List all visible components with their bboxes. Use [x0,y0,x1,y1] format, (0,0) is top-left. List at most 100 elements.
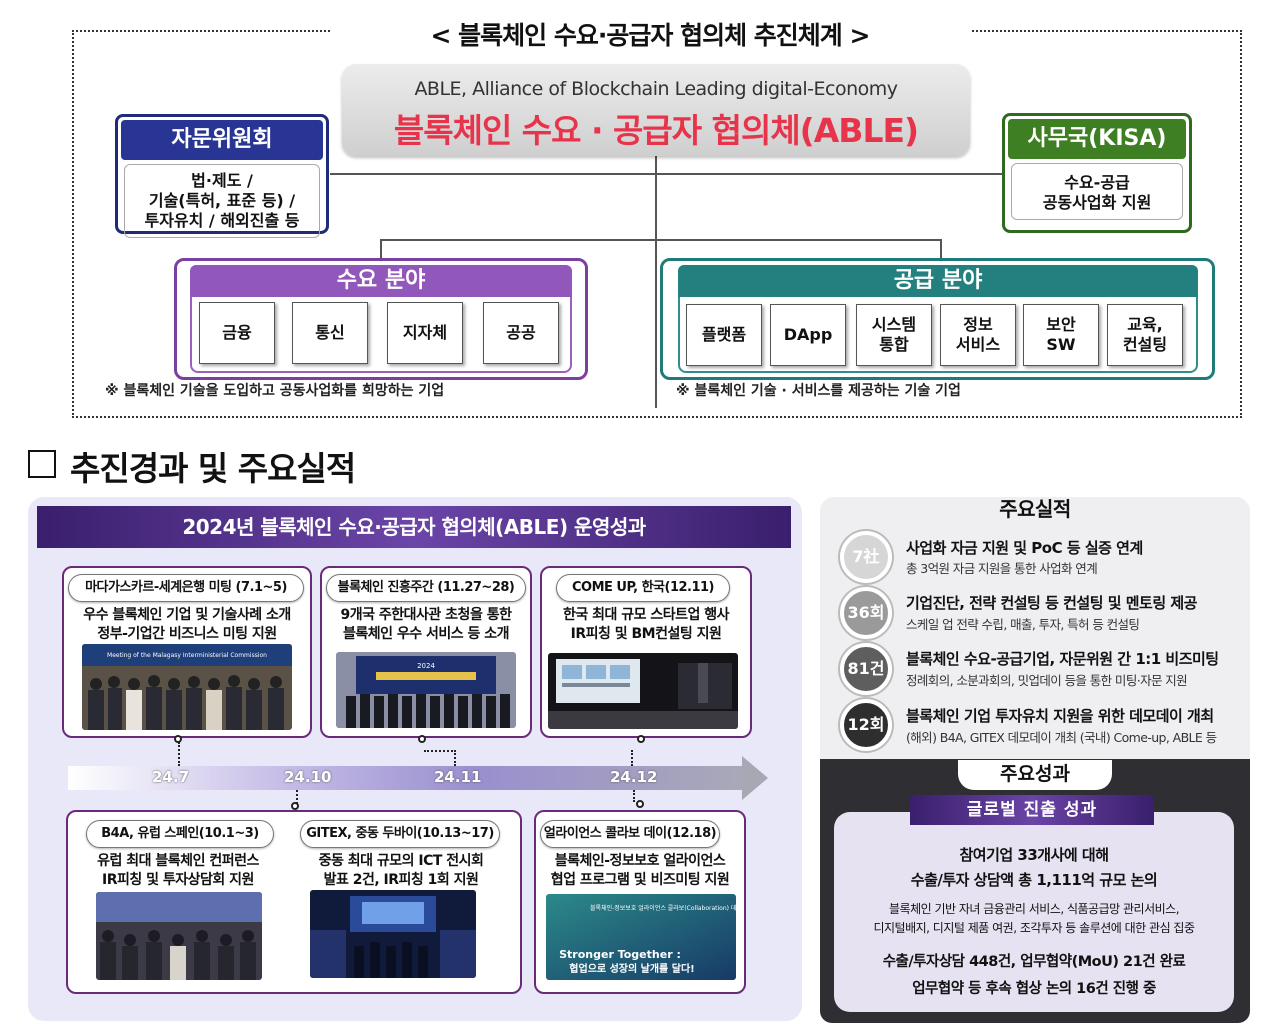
event-desc: 중동 최대 규모의 ICT 전시회 발표 2건, IR피칭 1회 지원 [296,852,506,890]
supply-item: 보안 SW [1023,304,1099,366]
photo-caption: Meeting of the Malagasy Interministerial… [107,652,267,659]
event-pill: 얼라이언스 콜라보 데이(12.18) [540,820,720,848]
achievement-sub: 총 3억원 자금 지원을 통한 사업화 연계 [906,561,1098,576]
secretariat-body: 수요-공급 공동사업화 지원 [1011,163,1183,220]
timeline-connector [296,790,298,804]
event-pill: 마다가스카르-세계은행 미팅 (7.1~5) [68,574,304,602]
advisory-line: 기술(특허, 표준 등) / [148,191,296,210]
timeline-date: 24.7 [152,768,190,786]
able-center-box: ABLE, Alliance of Blockchain Leading dig… [342,64,970,156]
supply-item: DApp [770,304,846,366]
org-title: < 블록체인 수요·공급자 협의체 추진체계 > [330,18,970,54]
global-results-title: 글로벌 진출 성과 [910,795,1154,825]
achievement-badge: 7社 [840,531,892,583]
supply-item: 교육, 컨설팅 [1107,304,1183,366]
timeline-connector [424,750,456,752]
event-photo-gitex [310,890,476,978]
event-photo-b4a [96,892,262,980]
advisory-title: 자문위원회 [121,120,323,160]
achievement-main: 블록체인 기업 투자유치 지원을 위한 데모데이 개최 [906,707,1214,725]
supply-sector-title: 공급 분야 [678,265,1198,297]
event-desc: 9개국 주한대사관 초청을 통한 블록체인 우수 서비스 등 소개 [324,606,528,644]
achievements-title: 주요실적 [999,497,1071,521]
event-desc-line: IR피칭 및 투자상담회 지원 [102,872,254,888]
event-photo-madagascar: Meeting of the Malagasy Interministerial… [82,644,292,730]
demand-sector-title: 수요 분야 [190,265,572,297]
achievement-main: 기업진단, 전략 컨설팅 등 컨설팅 및 멘토링 제공 [906,594,1197,612]
event-desc-line: 블록체인 우수 서비스 등 소개 [342,626,510,642]
photo-caption: 블록체인-정보보호 얼라이언스 콜라보(Collaboration) 데이 [590,904,736,912]
timeline-marker-dot [291,802,299,810]
demand-item: 지자체 [387,302,463,364]
achievement-badge: 12회 [840,699,892,751]
event-desc: 우수 블록체인 기업 및 기술사례 소개 정부-기업간 비즈니스 미팅 지원 [66,606,308,644]
achievement-main: 블록체인 수요-공급기업, 자문위원 간 1:1 비즈미팅 [906,650,1219,668]
photo-caption: 협업으로 성장의 날개를 달다! [569,962,694,975]
event-desc-line: IR피칭 및 BM컨설팅 지원 [570,626,722,642]
demand-item: 통신 [292,302,368,364]
section-title: 추진경과 및 주요실적 [70,449,356,488]
supply-item: 정보 서비스 [940,304,1016,366]
supply-note: ※ 블록체인 기술 · 서비스를 제공하는 기술 기업 [676,383,961,399]
event-desc-line: 정부-기업간 비즈니스 미팅 지원 [97,626,277,642]
event-desc-line: 협업 프로그램 및 비즈미팅 지원 [550,872,730,888]
results-title: 주요성과 [958,760,1112,790]
achievement-badge: 36회 [840,587,892,639]
event-photo-collab-day: 블록체인-정보보호 얼라이언스 콜라보(Collaboration) 데이 St… [546,894,736,980]
photo-caption: Stronger Together : [559,948,681,961]
event-desc-line: 중동 최대 규모의 ICT 전시회 [318,853,484,869]
achievement-sub: (해외) B4A, GITEX 데모데이 개최 (국내) Come-up, AB… [906,730,1217,745]
event-desc-line: 우수 블록체인 기업 및 기술사례 소개 [83,607,291,623]
timeline-date: 24.12 [610,768,658,786]
achievement-sub: 정례회의, 소분과회의, 밋업데이 등을 통한 미팅·자문 지원 [906,673,1188,688]
advisory-line: 법·제도 / [191,171,253,190]
event-pill: B4A, 유럽 스페인(10.1~3) [86,820,274,848]
achievement-main: 사업화 자금 지원 및 PoC 등 실증 연계 [906,539,1143,557]
achievements-panel [820,497,1250,759]
event-desc-line: 한국 최대 규모 스타트업 행사 [562,607,730,623]
achievement-badge: 81건 [840,643,892,695]
demand-item: 금융 [199,302,275,364]
event-photo-come-up [548,653,738,729]
section-square-bullet [28,450,56,478]
connector-h-mid [380,239,942,241]
connector-h-top [330,173,1002,175]
able-korean-name: 블록체인 수요 · 공급자 협의체(ABLE) [393,111,919,150]
timeline-connector [454,750,456,766]
advisory-line: 투자유치 / 해외진출 등 [144,211,300,230]
timeline-marker-dot [418,735,426,743]
results-line: 업무협약 등 후속 협상 논의 16건 진행 중 [912,981,1156,997]
demand-item: 공공 [483,302,559,364]
timeline-connector [178,742,180,766]
secretariat-title: 사무국(KISA) [1008,119,1186,159]
timeline-marker-dot [637,735,645,743]
event-photo-blockchain-week: 2024 [336,652,516,728]
event-desc-line: 9개국 주한대사관 초청을 통한 [340,607,512,623]
supply-item: 시스템 통합 [856,304,932,366]
results-line: 수출/투자 상담액 총 1,111억 규모 논의 [910,871,1158,889]
timeline-marker-dot [636,800,644,808]
event-pill: GITEX, 중동 두바이(10.13~17) [300,820,500,848]
event-desc-line: 발표 2건, IR피칭 1회 지원 [323,872,479,888]
demand-note: ※ 블록체인 기술을 도입하고 공동사업화를 희망하는 기업 [105,383,445,399]
achievement-sub: 스케일 업 전략 수립, 매출, 투자, 특허 등 컨설팅 [906,617,1140,632]
advisory-body: 법·제도 / 기술(특허, 표준 등) / 투자유치 / 해외진출 등 [124,164,320,238]
event-desc: 블록체인-정보보호 얼라이언스 협업 프로그램 및 비즈미팅 지원 [538,852,742,890]
timeline-arrow-icon [742,756,768,800]
secretariat-box: 사무국(KISA) 수요-공급 공동사업화 지원 [1002,113,1192,233]
timeline-connector [631,750,633,766]
secretariat-line: 공동사업화 지원 [1042,193,1152,212]
event-desc-line: 블록체인-정보보호 얼라이언스 [554,853,726,869]
connector-v-left [380,239,382,261]
event-desc-line: 유럽 최대 블록체인 컨퍼런스 [97,853,259,869]
supply-item: 플랫폼 [686,304,762,366]
photo-caption: 2024 [417,662,435,670]
timeline-date: 24.11 [434,768,482,786]
results-body: 참여기업 33개사에 대해 수출/투자 상담액 총 1,111억 규모 논의 블… [834,812,1234,1012]
operations-banner: 2024년 블록체인 수요·공급자 협의체(ABLE) 운영성과 [37,506,791,548]
timeline-connector [633,790,635,802]
event-pill: COME UP, 한국(12.11) [556,574,730,602]
secretariat-line: 수요-공급 [1064,173,1130,192]
timeline-date: 24.10 [284,768,332,786]
results-line: 디지털배지, 디지털 제품 여권, 조각투자 등 솔루션에 대한 관심 집중 [873,921,1195,935]
